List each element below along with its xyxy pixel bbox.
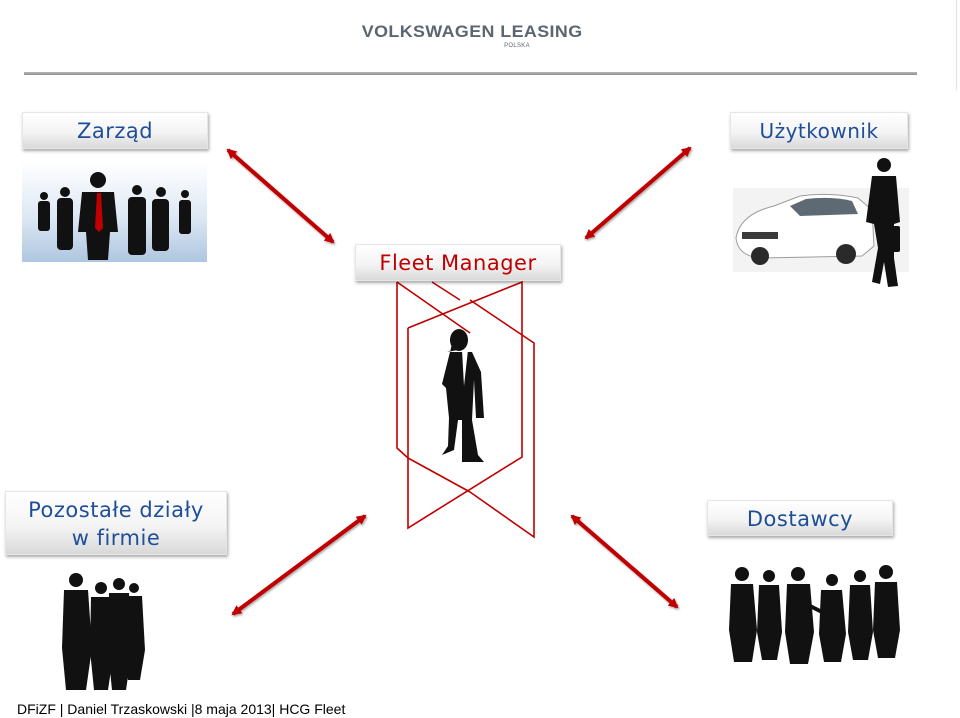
logo-title: VOLKSWAGEN LEASING [361,22,583,41]
header-divider [24,72,917,75]
revolving-door-graphic [396,280,535,539]
label-fleet-manager: Fleet Manager [355,244,561,281]
arrow-uzytkownik [584,146,692,240]
suppliers-group-image [729,565,900,664]
slide-footer: DFiZF | Daniel Trzaskowski |8 maja 2013|… [17,701,346,717]
departments-group-image [42,560,150,696]
arrow-dostawcy [570,514,679,609]
label-pozostale-line2: w firmie [71,526,161,550]
label-pozostale-dzialy: Pozostałe działy w firmie [5,491,227,555]
management-group-image [22,162,207,262]
arrow-zarzad [226,148,335,244]
fleet-manager-silhouette [442,329,484,462]
label-uzytkownik: Użytkownik [730,112,908,149]
logo-subtitle: POLSKA [504,43,530,49]
slide-edge-line [956,0,957,90]
label-pozostale-line1: Pozostałe działy [28,498,204,522]
label-zarzad: Zarząd [22,112,208,149]
label-dostawcy: Dostawcy [707,500,893,536]
user-car-image [733,158,909,287]
vw-leasing-logo: VOLKSWAGEN LEASING POLSKA [0,22,944,49]
arrow-pozostale [231,514,367,616]
